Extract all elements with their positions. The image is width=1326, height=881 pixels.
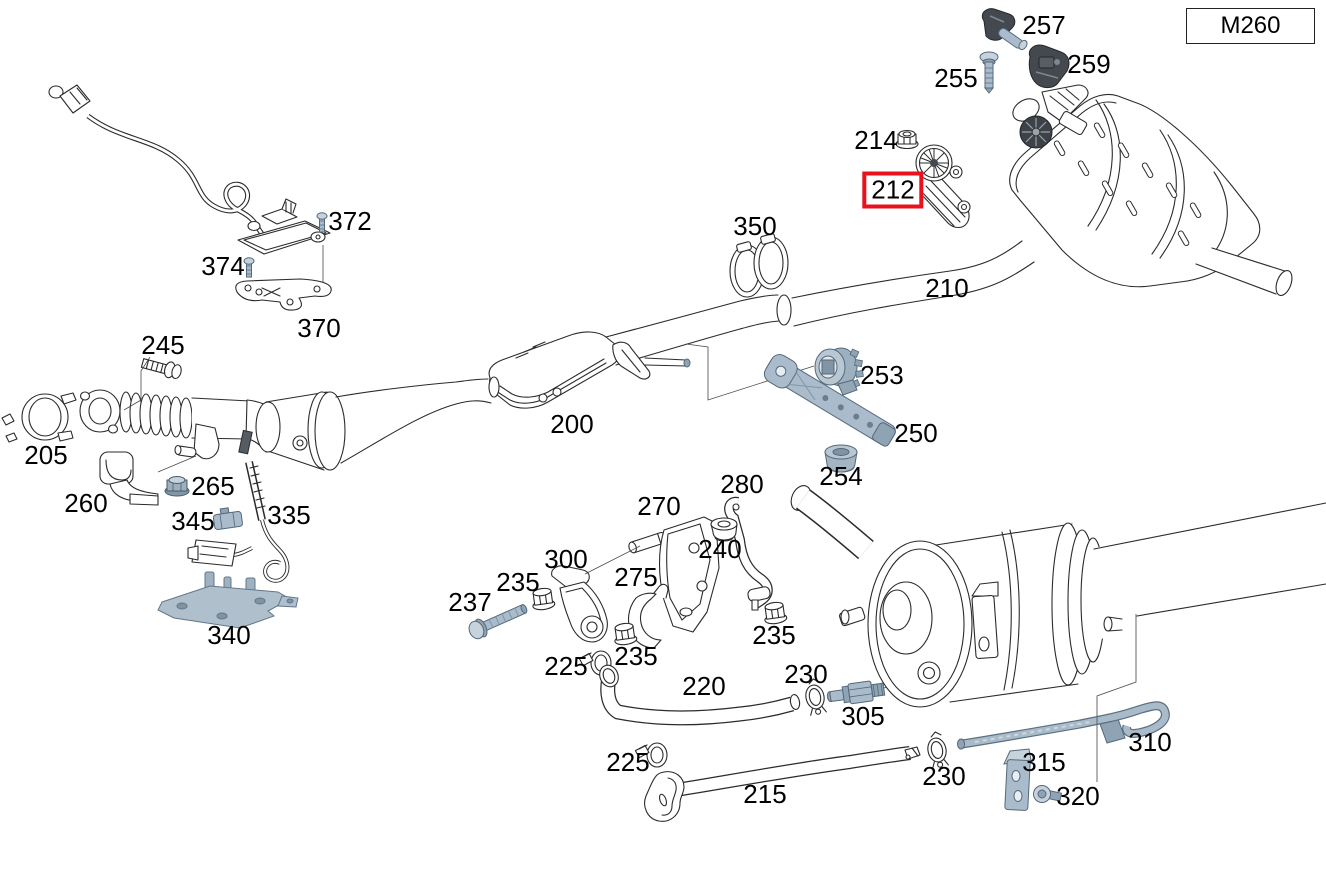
part-label-275[interactable]: 275 xyxy=(614,562,658,592)
mount-260 xyxy=(99,451,159,506)
part-label-280[interactable]: 280 xyxy=(720,469,764,499)
hose-310 xyxy=(957,701,1170,750)
part-label-257[interactable]: 257 xyxy=(1022,10,1066,40)
screw-255 xyxy=(979,51,999,94)
muffler-top-hanger xyxy=(1012,84,1089,149)
connector-345 xyxy=(212,507,243,530)
screw-372 xyxy=(316,212,328,233)
hanger-flag-bracket xyxy=(612,341,691,380)
tailpipe xyxy=(1195,247,1293,296)
part-label-215[interactable]: 215 xyxy=(743,779,787,809)
part-label-235-b[interactable]: 235 xyxy=(752,620,796,650)
front-flange xyxy=(79,389,121,434)
catalytic-converter xyxy=(191,378,492,471)
part-label-350[interactable]: 350 xyxy=(733,211,777,241)
part-label-310[interactable]: 310 xyxy=(1128,727,1172,757)
screw-374 xyxy=(243,257,255,278)
part-label-335[interactable]: 335 xyxy=(267,500,311,530)
bracket-259 xyxy=(1028,44,1070,89)
part-label-265[interactable]: 265 xyxy=(191,471,235,501)
bolt-237 xyxy=(468,604,528,640)
grommet-240 xyxy=(710,517,738,542)
part-label-253[interactable]: 253 xyxy=(860,360,904,390)
section-boundary xyxy=(1096,614,1137,782)
part-label-320[interactable]: 320 xyxy=(1056,781,1100,811)
part-label-214[interactable]: 214 xyxy=(854,125,898,155)
part-label-315[interactable]: 315 xyxy=(1022,747,1066,777)
part-label-270[interactable]: 270 xyxy=(637,491,681,521)
part-label-235-c[interactable]: 235 xyxy=(614,641,658,671)
part-label-225-a[interactable]: 225 xyxy=(544,651,588,681)
part-label-237[interactable]: 237 xyxy=(448,587,492,617)
part-label-225-b[interactable]: 225 xyxy=(606,747,650,777)
flex-bellows xyxy=(119,391,193,439)
part-label-345[interactable]: 345 xyxy=(171,506,215,536)
part-label-254[interactable]: 254 xyxy=(819,461,863,491)
fitting-305 xyxy=(826,680,886,705)
clamp-ring-205 xyxy=(1,392,77,443)
screw-245 xyxy=(140,358,182,380)
grommet-254 xyxy=(824,444,858,473)
part-label-230-b[interactable]: 230 xyxy=(922,761,966,791)
part-label-260[interactable]: 260 xyxy=(64,488,108,518)
particulate-filter xyxy=(790,485,1326,782)
part-label-259[interactable]: 259 xyxy=(1067,49,1111,79)
part-label-245[interactable]: 245 xyxy=(141,330,185,360)
oxygen-sensor xyxy=(48,84,265,236)
part-label-370[interactable]: 370 xyxy=(297,313,341,343)
leader-260 xyxy=(157,455,197,473)
middle-muffler-200 xyxy=(488,331,621,409)
hanger-pin-257 xyxy=(981,8,1028,51)
part-label-235-a[interactable]: 235 xyxy=(496,567,540,597)
leader-300 xyxy=(584,545,641,575)
part-label-305[interactable]: 305 xyxy=(841,701,885,731)
pipe-220 xyxy=(599,664,801,726)
temp-sensor-335 xyxy=(187,429,290,583)
part-label-255[interactable]: 255 xyxy=(934,63,978,93)
leader-253 xyxy=(685,343,815,401)
part-label-372[interactable]: 372 xyxy=(328,206,372,236)
leader-245 xyxy=(123,356,151,411)
nut-265 xyxy=(164,476,190,497)
part-label-230-a[interactable]: 230 xyxy=(784,659,828,689)
part-label-374[interactable]: 374 xyxy=(201,251,245,281)
bracket-315 xyxy=(1003,748,1032,811)
part-label-212[interactable]: 212 xyxy=(862,171,924,209)
pipe-215 xyxy=(644,746,921,822)
rear-muffler xyxy=(1009,93,1261,288)
model-code: M260 xyxy=(1220,12,1281,39)
muffler-outlet-pipe xyxy=(605,294,792,366)
nut-214 xyxy=(895,129,919,150)
part-label-250[interactable]: 250 xyxy=(894,418,938,448)
bracket-plate-340 xyxy=(157,571,299,629)
part-label-220[interactable]: 220 xyxy=(682,671,726,701)
shutoff-valve-assembly xyxy=(237,198,331,255)
flap-actuator-212 xyxy=(915,144,971,229)
screw-320 xyxy=(1033,785,1063,803)
part-label-200[interactable]: 200 xyxy=(550,409,594,439)
pipe-210 xyxy=(791,240,1035,327)
part-label-300[interactable]: 300 xyxy=(544,544,588,574)
flap-bracket-270 xyxy=(659,516,720,633)
hanger-bracket-front xyxy=(174,423,220,460)
clamp-350 xyxy=(729,233,789,298)
rubber-mount-253 xyxy=(814,347,864,396)
bracket-280 xyxy=(724,496,773,611)
part-label-340[interactable]: 340 xyxy=(207,620,251,650)
part-label-205[interactable]: 205 xyxy=(24,440,68,470)
valve-bracket-370 xyxy=(235,245,332,311)
part-label-240[interactable]: 240 xyxy=(698,534,742,564)
part-label-210[interactable]: 210 xyxy=(925,273,969,303)
bracket-strip-250 xyxy=(763,354,896,447)
hanger-bracket-300 xyxy=(551,565,608,643)
model-code-badge: M260 xyxy=(1186,8,1315,44)
